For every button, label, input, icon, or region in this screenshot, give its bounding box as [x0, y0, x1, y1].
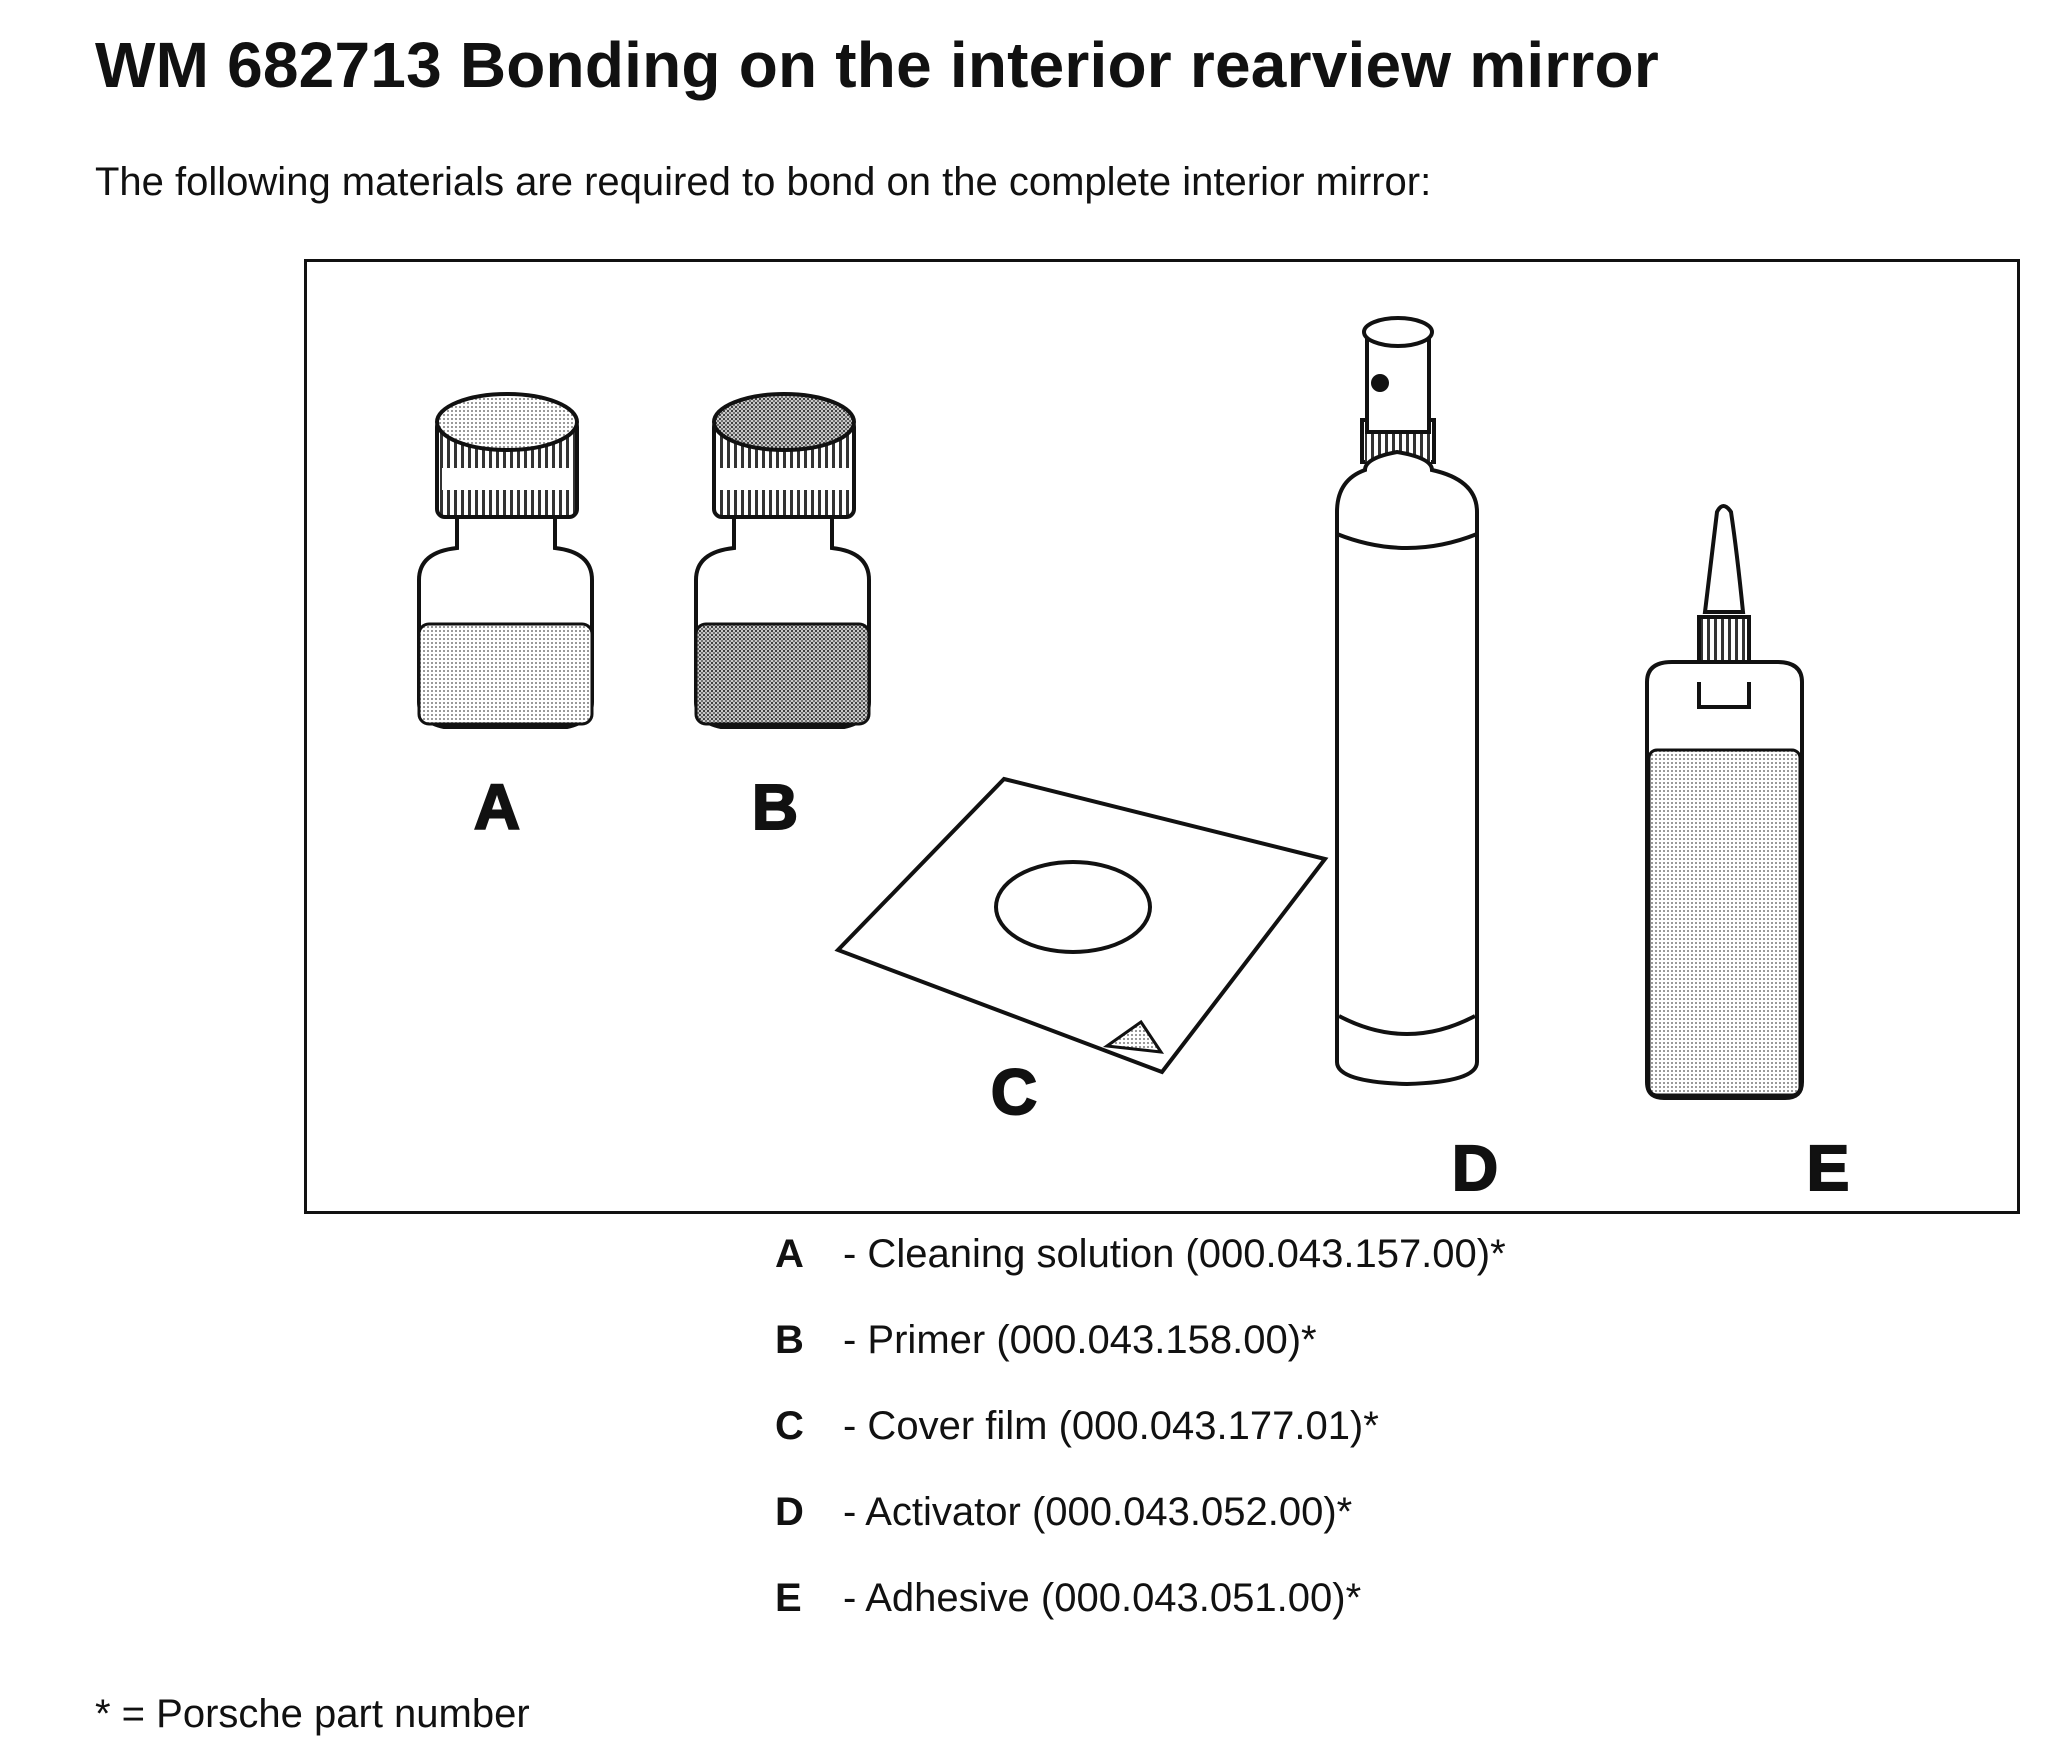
legend-letter: E [775, 1576, 802, 1620]
legend-description: - Cleaning solution (000.043.157.00)* [843, 1232, 1506, 1276]
materials-illustration: A B C D E [304, 259, 2020, 1214]
intro-text: The following materials are required to … [95, 160, 1432, 204]
legend-description: - Activator (000.043.052.00)* [843, 1490, 1353, 1534]
figure-label-c: C [991, 1056, 1037, 1128]
figure-label-d: D [1452, 1132, 1498, 1204]
legend-letter: D [775, 1490, 804, 1534]
legend-description: - Cover film (000.043.177.01)* [843, 1404, 1379, 1448]
page-title: WM 682713 Bonding on the interior rearvi… [95, 29, 1659, 101]
bottle-a-icon [417, 392, 594, 729]
figure-label-a: A [474, 771, 520, 843]
activator-bottle-icon [1335, 316, 1479, 1087]
legend-letter: C [775, 1404, 804, 1448]
footnote: * = Porsche part number [95, 1692, 530, 1736]
figure-label-b: B [752, 771, 798, 843]
adhesive-bottle-icon [1645, 504, 1804, 1100]
legend-description: - Adhesive (000.043.051.00)* [843, 1576, 1362, 1620]
cover-film-icon [834, 776, 1329, 1075]
bottle-b-icon [694, 392, 871, 729]
legend-letter: A [775, 1232, 804, 1276]
figure-label-e: E [1807, 1132, 1850, 1204]
legend-letter: B [775, 1318, 804, 1362]
legend-description: - Primer (000.043.158.00)* [843, 1318, 1317, 1362]
